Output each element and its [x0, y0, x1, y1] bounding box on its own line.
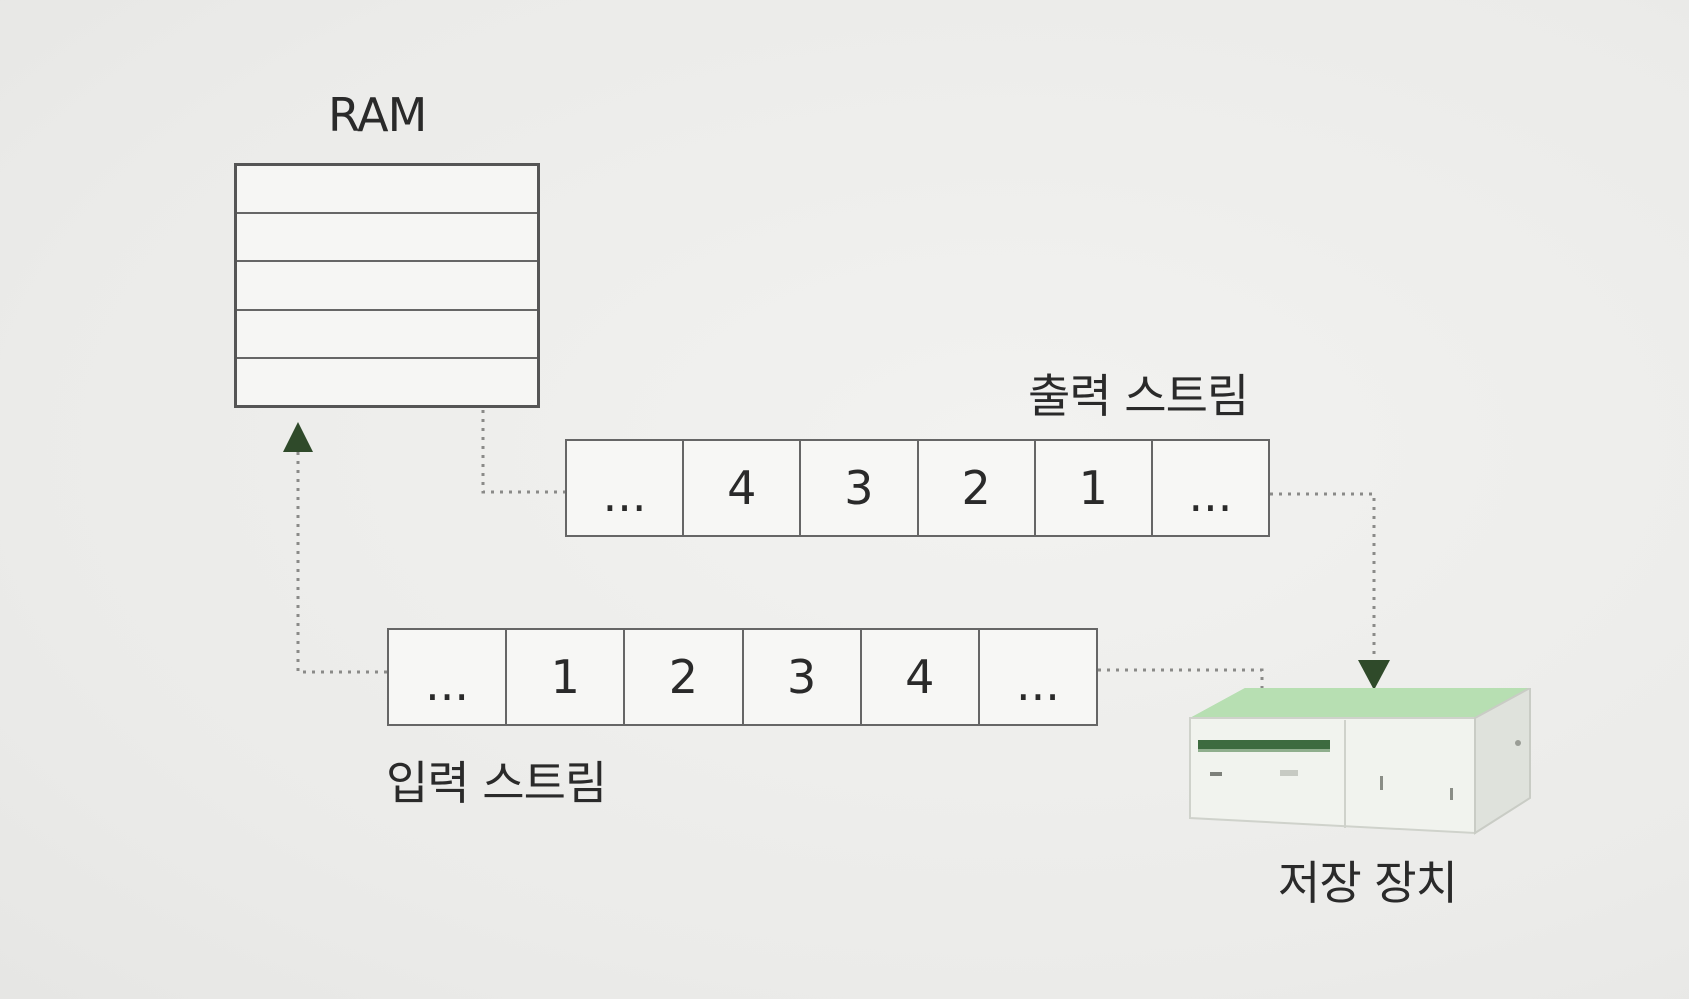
ram-block: [234, 163, 540, 408]
output-stream: ... 4 3 2 1 ...: [565, 439, 1270, 537]
output-stream-label: 출력 스트림: [1028, 369, 1249, 423]
output-stream-cell: 3: [801, 441, 919, 535]
storage-arrowhead: [1358, 660, 1390, 690]
input-stream-label: 입력 스트림: [386, 756, 607, 810]
output-stream-cell: ...: [567, 441, 685, 535]
input-stream-cell: 2: [625, 630, 744, 724]
ram-arrowhead: [283, 422, 313, 452]
ram-label: RAM: [328, 88, 427, 142]
input-stream-cell: ...: [1016, 657, 1060, 711]
disk-drive-icon: [1189, 688, 1531, 835]
input-stream-cell: 3: [744, 630, 862, 724]
ram-row: [237, 166, 537, 215]
input-stream: ... 1 2 3 4 ...: [387, 628, 1098, 726]
ram-row: [237, 359, 537, 405]
input-to-ram-line: [296, 450, 387, 674]
ram-row: [237, 262, 537, 311]
storage-device-label: 저장 장치: [1278, 856, 1458, 910]
input-stream-cell: ...: [389, 630, 508, 724]
ram-to-output-line: [481, 410, 565, 494]
input-stream-cell: 1: [507, 630, 626, 724]
output-to-storage-line: [1270, 492, 1376, 660]
output-stream-cell: 1: [1036, 441, 1153, 535]
ram-row: [237, 214, 537, 263]
storage-to-input-line: [1098, 668, 1264, 690]
output-stream-cell: ...: [1188, 468, 1233, 522]
ram-row: [237, 311, 537, 359]
output-stream-cell: 4: [684, 441, 802, 535]
output-stream-cell: 2: [919, 441, 1036, 535]
input-stream-cell: 4: [862, 630, 980, 724]
